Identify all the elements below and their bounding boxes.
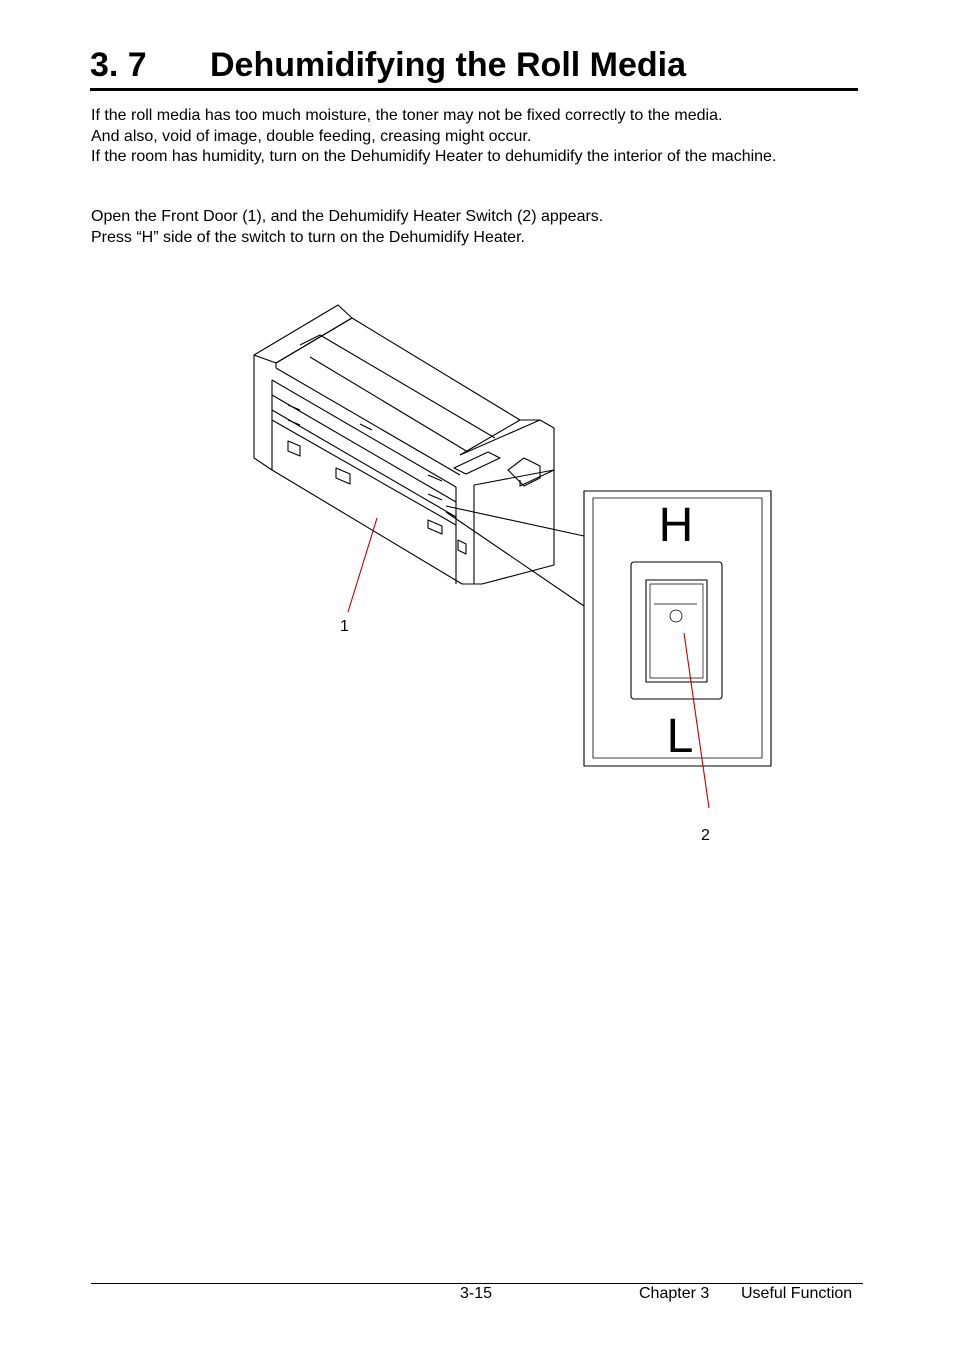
page-number: 3-15: [460, 1285, 493, 1302]
section-title: Dehumidifying the Roll Media: [210, 46, 687, 84]
callout-1-label: 1: [340, 618, 349, 635]
instruction-paragraph: Open the Front Door (1), and the Dehumid…: [91, 207, 811, 248]
intro-paragraph: If the roll media has too much moisture,…: [91, 106, 811, 168]
zoom-line-top: [445, 505, 585, 537]
callout-2-label: 2: [701, 827, 710, 844]
section-heading: 3. 7 Dehumidifying the Roll Media: [90, 44, 858, 91]
intro-line-1: If the roll media has too much moisture,…: [91, 107, 723, 124]
switch-inset-inner-frame: [592, 497, 763, 759]
intro-line-2: And also, void of image, double feeding,…: [91, 127, 532, 145]
section-number: 3. 7: [90, 46, 147, 84]
switch-inset-frame: [583, 490, 772, 767]
rocker-switch: [645, 579, 708, 683]
instruction-line-1: Open the Front Door (1), and the Dehumid…: [91, 208, 604, 225]
machine-illustration: H L 1 2: [253, 304, 772, 844]
printer-body-drawing: [253, 304, 555, 585]
switch-indicator-icon: [669, 609, 683, 623]
intro-line-3: If the room has humidity, turn on the De…: [91, 148, 777, 165]
footer-chapter-name: Useful Function: [741, 1285, 853, 1302]
zoom-line-bottom: [445, 511, 585, 607]
callout-2-leader: [683, 632, 710, 809]
switch-label-l: L: [667, 710, 694, 763]
switch-label-h: H: [659, 499, 694, 552]
instruction-line-2: Press “H” side of the switch to turn on …: [91, 228, 525, 246]
callout-1-leader: [347, 517, 378, 613]
switch-housing: [630, 561, 723, 700]
footer-rule: [91, 1283, 863, 1284]
footer-chapter: Chapter 3: [639, 1285, 710, 1302]
